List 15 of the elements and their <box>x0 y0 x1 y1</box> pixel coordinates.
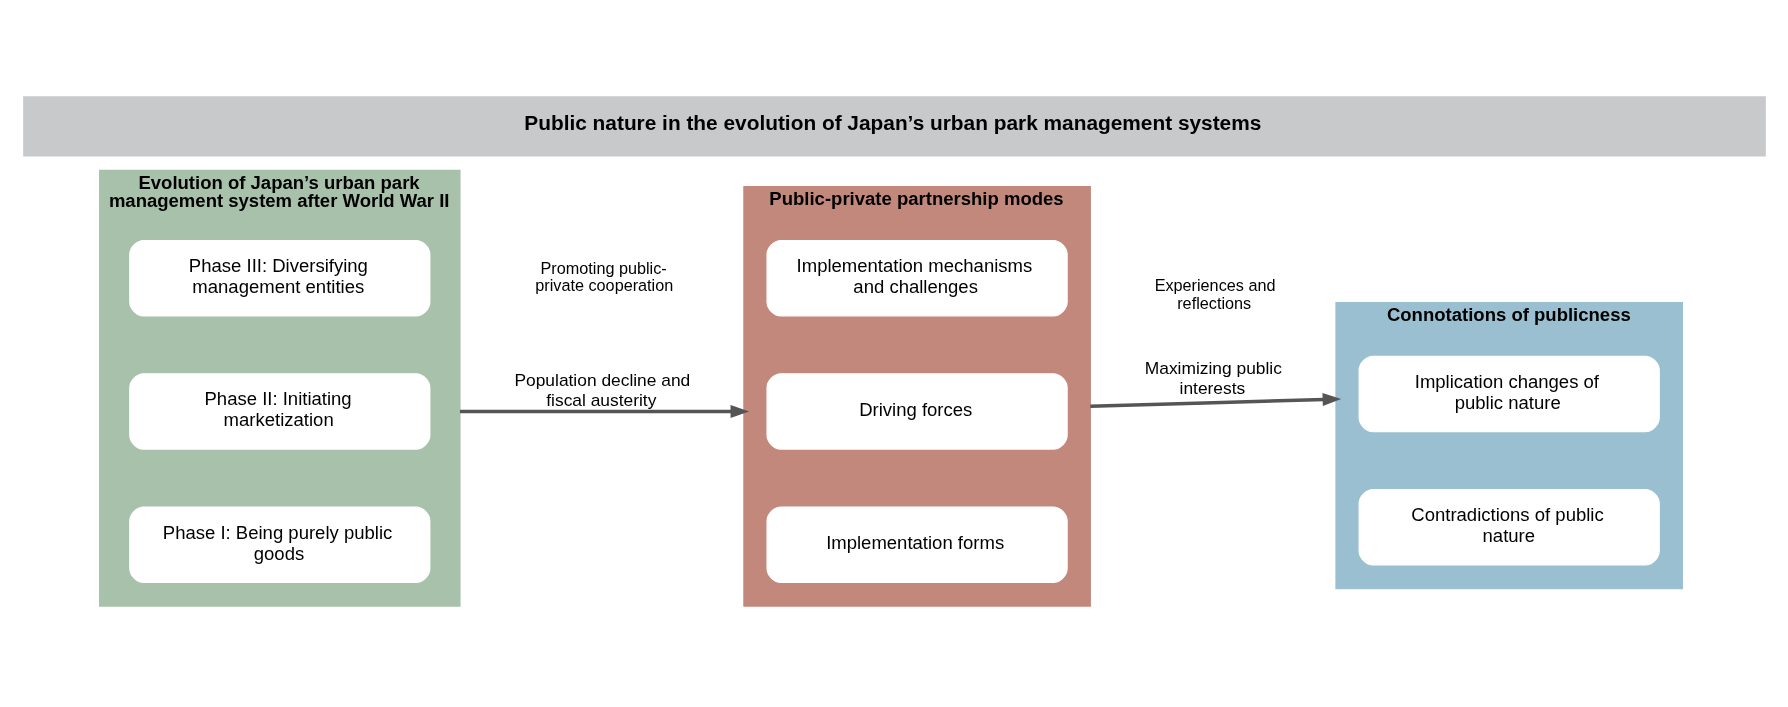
node-box: Phase I: Being purely public goods <box>128 506 430 583</box>
label: Experiences and reflections <box>1154 276 1275 312</box>
node-box: Driving forces <box>765 373 1068 450</box>
edge-label: Population decline and fiscal austerity <box>513 369 690 410</box>
arrow <box>459 404 749 418</box>
node-box: Implementation mechanisms and challenges <box>765 239 1068 317</box>
node-box: Implication changes of public nature <box>1358 355 1660 433</box>
node-box: Phase III: Diversifying management entities <box>128 239 430 317</box>
node-box: Implementation forms <box>765 506 1068 583</box>
diagram-title: Public nature in the evolution of Japan’s urban park management systems <box>523 111 1261 135</box>
arrow <box>1089 393 1341 409</box>
node-box: Contradictions of public nature <box>1358 489 1660 566</box>
edge-label: Maximizing public interests <box>1144 358 1282 399</box>
node-box: Phase II: Initiating marketization <box>128 373 430 450</box>
label: Promoting public-private cooperation <box>534 258 673 295</box>
